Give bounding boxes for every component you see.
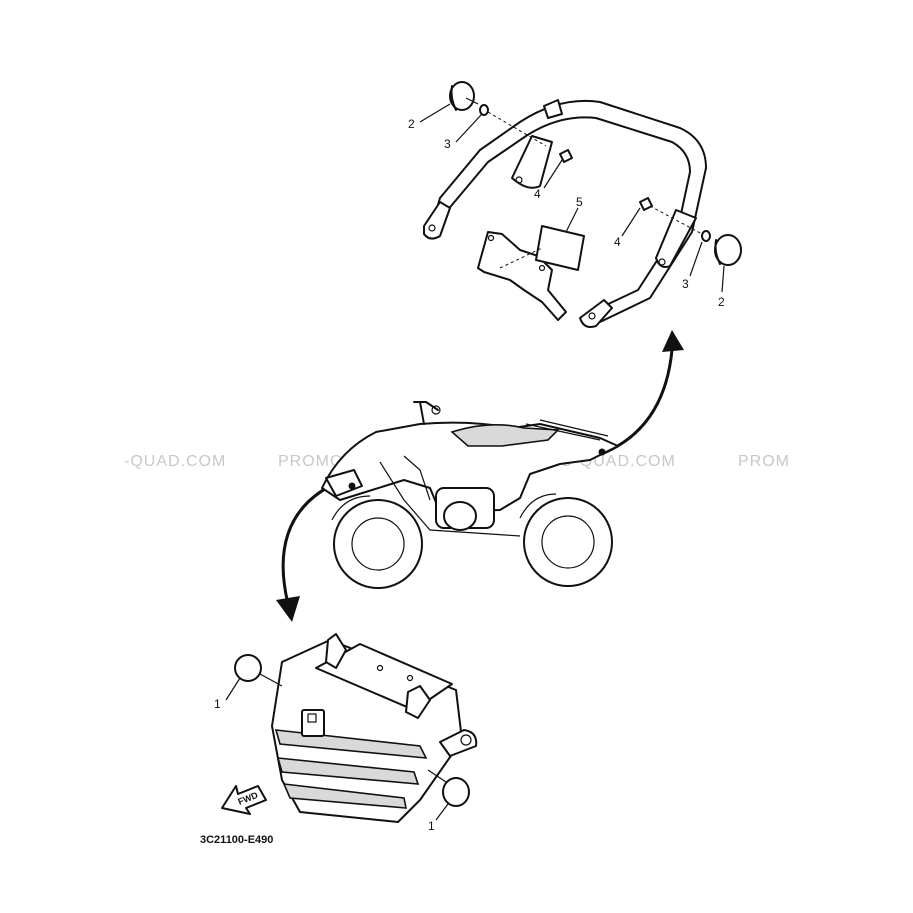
mount-hole <box>538 264 546 272</box>
atv-mirror <box>431 405 441 415</box>
grab-bar-tube-inner <box>445 116 691 307</box>
arrow-head <box>276 596 300 622</box>
atv-body <box>321 421 619 513</box>
mount-hole <box>487 234 495 242</box>
mount-hole <box>515 176 523 184</box>
atv-vehicle <box>321 401 619 589</box>
arrow-curve <box>281 484 332 606</box>
arrow-head <box>662 330 684 352</box>
mount-hole <box>460 734 472 746</box>
arrow-curve <box>594 348 674 458</box>
guard-slat <box>276 757 420 785</box>
nut-right <box>639 197 653 211</box>
license-plate-bracket <box>477 231 567 321</box>
atv-rear-marker <box>598 448 606 456</box>
reflector-front-left <box>234 654 262 682</box>
front-guard-assembly: 1 1 <box>214 633 478 833</box>
mount-hole <box>428 224 436 232</box>
assembly-line <box>649 205 703 235</box>
reflector-stud <box>465 97 479 105</box>
nut-left <box>559 149 573 163</box>
atv-rear-wheel <box>523 497 613 587</box>
atv-rear-rim <box>541 515 595 569</box>
atv-front-rim <box>351 517 405 571</box>
washer-left <box>479 104 489 116</box>
mount-hole <box>658 258 666 266</box>
mount-hole <box>588 312 596 320</box>
callout-2-left: 2 <box>408 117 415 131</box>
mount-clamp <box>325 633 347 669</box>
rear-grab-bar-assembly: 2 3 4 5 4 3 2 <box>408 81 742 328</box>
right-side-bracket <box>655 209 697 268</box>
mount-hole <box>376 664 384 672</box>
mount-hole <box>406 674 414 682</box>
callout-2-right: 2 <box>718 295 725 309</box>
callout-3-right: 3 <box>682 277 689 291</box>
guard-slat <box>282 783 407 809</box>
washer-right <box>701 230 711 242</box>
reflector-rim <box>450 85 457 111</box>
grab-bar-tube <box>429 99 707 323</box>
grab-bar-right-foot <box>579 299 613 328</box>
arrow-to-rear <box>594 330 684 458</box>
callout-4-left: 4 <box>534 187 541 201</box>
grab-bar-left-foot <box>423 201 451 240</box>
atv-front-marker <box>348 482 356 490</box>
arrow-to-front <box>276 484 332 622</box>
reflector-rim <box>714 239 721 265</box>
atv-front-wheel <box>333 499 423 589</box>
mount-clamp <box>405 685 431 719</box>
callout-1-left: 1 <box>214 697 221 711</box>
atv-handlebar <box>413 401 439 425</box>
atv-frame <box>379 455 521 537</box>
atv-far-wheels <box>331 493 557 521</box>
watermark-text: -QUAD.COM <box>124 453 226 470</box>
license-plate <box>535 225 585 271</box>
atv-seat <box>450 424 560 447</box>
fwd-arrow-icon <box>221 785 267 815</box>
atv-rear-rack <box>525 419 609 441</box>
reflector-left <box>449 81 475 111</box>
side-mount <box>439 729 478 757</box>
callout-1-right: 1 <box>428 819 435 833</box>
left-side-bracket <box>511 135 553 189</box>
top-bracket <box>543 99 563 119</box>
drawing-code: 3C21100-E490 <box>200 834 273 846</box>
atv-headlight <box>325 469 363 497</box>
watermark-text: PROM <box>738 453 790 470</box>
assembly-line <box>487 111 547 147</box>
atv-engine-cover <box>443 501 477 531</box>
callout-3-left: 3 <box>444 137 451 151</box>
callout-5: 5 <box>576 195 583 209</box>
callout-4-right: 4 <box>614 235 621 249</box>
reflector-front-right <box>442 777 470 807</box>
assembly-line <box>499 247 543 269</box>
guard-clip-slot <box>307 713 317 723</box>
forward-direction-indicator: FWD <box>221 785 267 815</box>
